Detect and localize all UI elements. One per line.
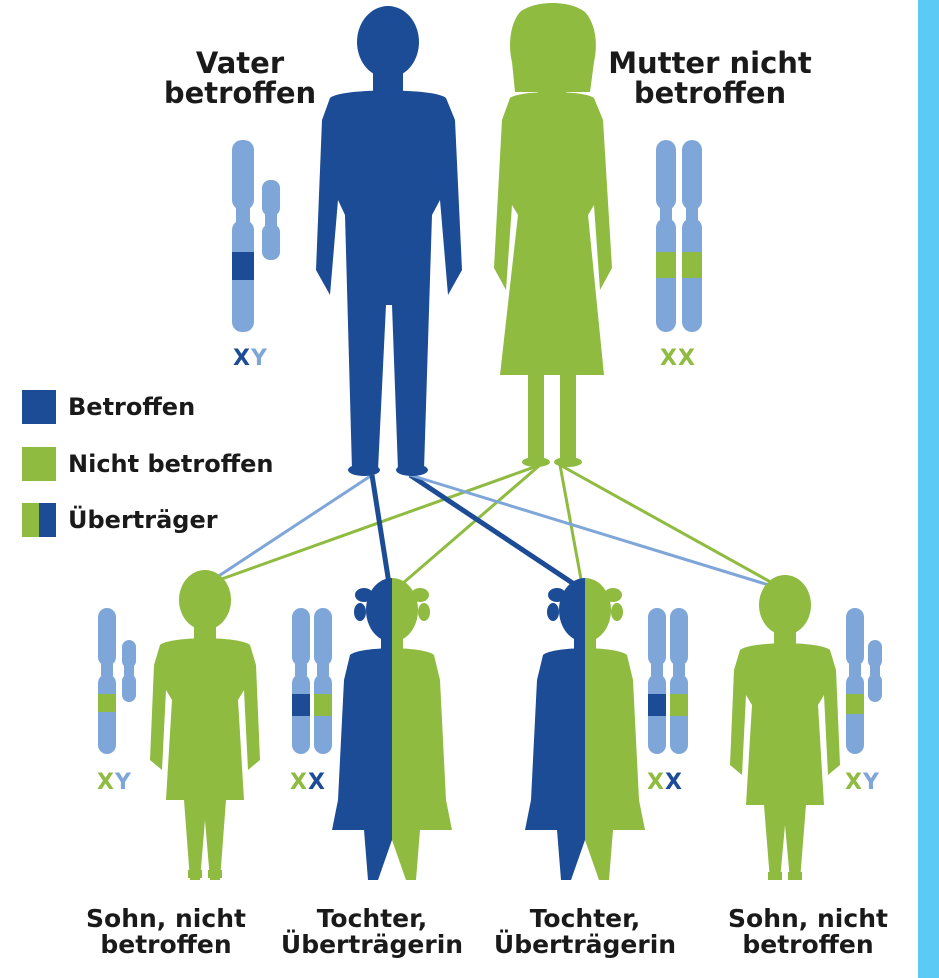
mother-chromosome-label: XX: [660, 346, 696, 371]
child-1-chromosome-label: XY: [97, 770, 132, 795]
legend-item-carrier: Überträger: [22, 503, 218, 537]
child-4-chromosomes: [846, 608, 882, 754]
father-label: Vater betroffen: [140, 48, 340, 109]
child-2-chromosome-first: X: [290, 770, 308, 795]
child-4-chromosome-label: XY: [845, 770, 880, 795]
legend-item-affected: Betroffen: [22, 390, 195, 424]
child-1-chromosomes: [98, 608, 136, 754]
child-1-chromosome-second: Y: [115, 770, 132, 795]
father-label-line2: betroffen: [140, 78, 340, 108]
child-3-chromosome-label: XX: [647, 770, 683, 795]
child-3-label-line1: Tochter,: [477, 906, 693, 932]
child-3-label: Tochter, Überträgerin: [477, 906, 693, 959]
legend-label-carrier: Überträger: [68, 506, 218, 534]
child-2-chromosomes: [292, 608, 332, 754]
child-2-silhouette: [332, 578, 452, 880]
child-1-chromosome-first: X: [97, 770, 115, 795]
child-4-label-line1: Sohn, nicht: [700, 906, 916, 932]
mother-label-line1: Mutter nicht: [590, 48, 830, 78]
child-1-label: Sohn, nicht betroffen: [58, 906, 274, 959]
mother-chromosomes: [656, 140, 702, 332]
mother-chromosome-second: X: [678, 346, 696, 371]
legend-label-unaffected: Nicht betroffen: [68, 450, 274, 478]
line-father-son1: [205, 475, 372, 585]
legend-item-unaffected: Nicht betroffen: [22, 447, 274, 481]
child-4-silhouette: [730, 575, 840, 880]
connection-lines: [205, 465, 785, 590]
legend-swatch-affected: [22, 390, 56, 424]
line-father-daughter2: [410, 475, 583, 590]
father-label-line1: Vater: [140, 48, 340, 78]
child-2-label: Tochter, Überträgerin: [264, 906, 480, 959]
accent-sidebar: [918, 0, 939, 978]
father-chromosome-second: Y: [251, 346, 268, 371]
child-3-chromosome-first: X: [647, 770, 665, 795]
legend-swatch-carrier: [22, 503, 56, 537]
child-4-chromosome-first: X: [845, 770, 863, 795]
child-3-silhouette: [525, 578, 645, 880]
child-2-chromosome-second: X: [308, 770, 326, 795]
child-2-label-line1: Tochter,: [264, 906, 480, 932]
line-father-daughter1: [372, 475, 390, 590]
father-chromosome-first: X: [233, 346, 251, 371]
child-4-label-line2: betroffen: [700, 932, 916, 958]
child-3-chromosome-second: X: [665, 770, 683, 795]
child-1-label-line2: betroffen: [58, 932, 274, 958]
father-chromosomes: [232, 140, 280, 332]
child-1-silhouette: [150, 570, 260, 880]
child-2-chromosome-label: XX: [290, 770, 326, 795]
mother-label-line2: betroffen: [590, 78, 830, 108]
line-mother-son2: [560, 465, 785, 590]
child-1-label-line1: Sohn, nicht: [58, 906, 274, 932]
line-mother-daughter1: [395, 465, 540, 590]
child-3-label-line2: Überträgerin: [477, 932, 693, 958]
child-2-label-line2: Überträgerin: [264, 932, 480, 958]
child-4-label: Sohn, nicht betroffen: [700, 906, 916, 959]
mother-label: Mutter nicht betroffen: [590, 48, 830, 109]
mother-chromosome-first: X: [660, 346, 678, 371]
legend-label-affected: Betroffen: [68, 393, 195, 421]
legend-swatch-unaffected: [22, 447, 56, 481]
child-4-chromosome-second: Y: [863, 770, 880, 795]
child-3-chromosomes: [648, 608, 688, 754]
father-chromosome-label: XY: [233, 346, 268, 371]
line-father-son2: [410, 475, 785, 590]
